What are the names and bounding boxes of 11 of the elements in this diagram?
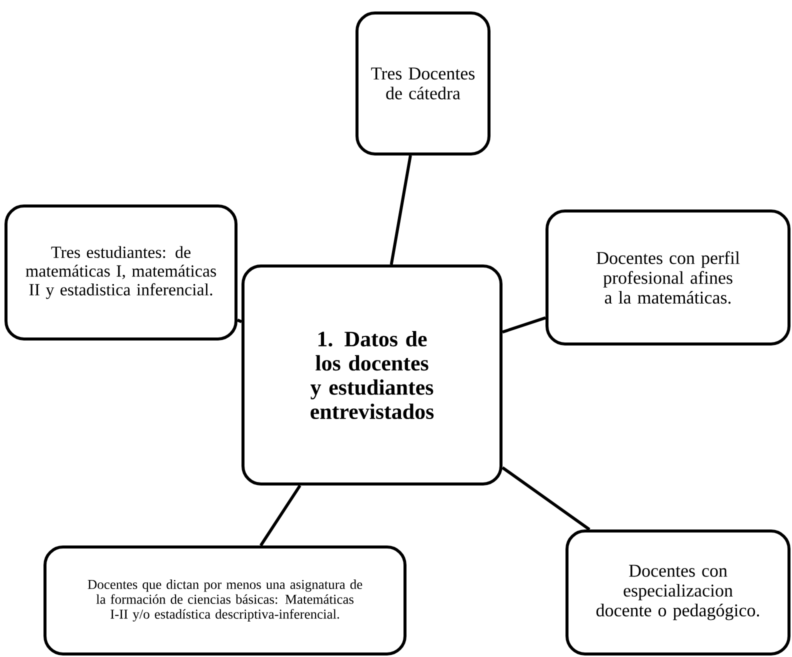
connector-line <box>502 466 590 531</box>
text-box: 1. Datos de los docentes y estudiantes entrevistados <box>242 264 502 486</box>
connector-line <box>502 316 546 334</box>
text-box: Tres estudiantes: de matemáticas I, matemáticas II y estadistica inferencial. <box>4 204 238 340</box>
text-box: Docentes con especializacion docente o pedagógico. <box>566 530 790 656</box>
text-box: Docentes con perfil profesional afines a la matemáticas. <box>546 210 790 346</box>
connector-line <box>260 484 302 546</box>
text-box: Tres Docentes de cátedra <box>356 12 490 156</box>
text-box: Docentes que dictan por menos una asignatura de la formación de ciencias básicas: Matemáticas I-II y/o estadística descriptiva-inferencial. <box>44 546 406 656</box>
connector-line <box>390 155 412 265</box>
connector-line <box>236 318 242 324</box>
